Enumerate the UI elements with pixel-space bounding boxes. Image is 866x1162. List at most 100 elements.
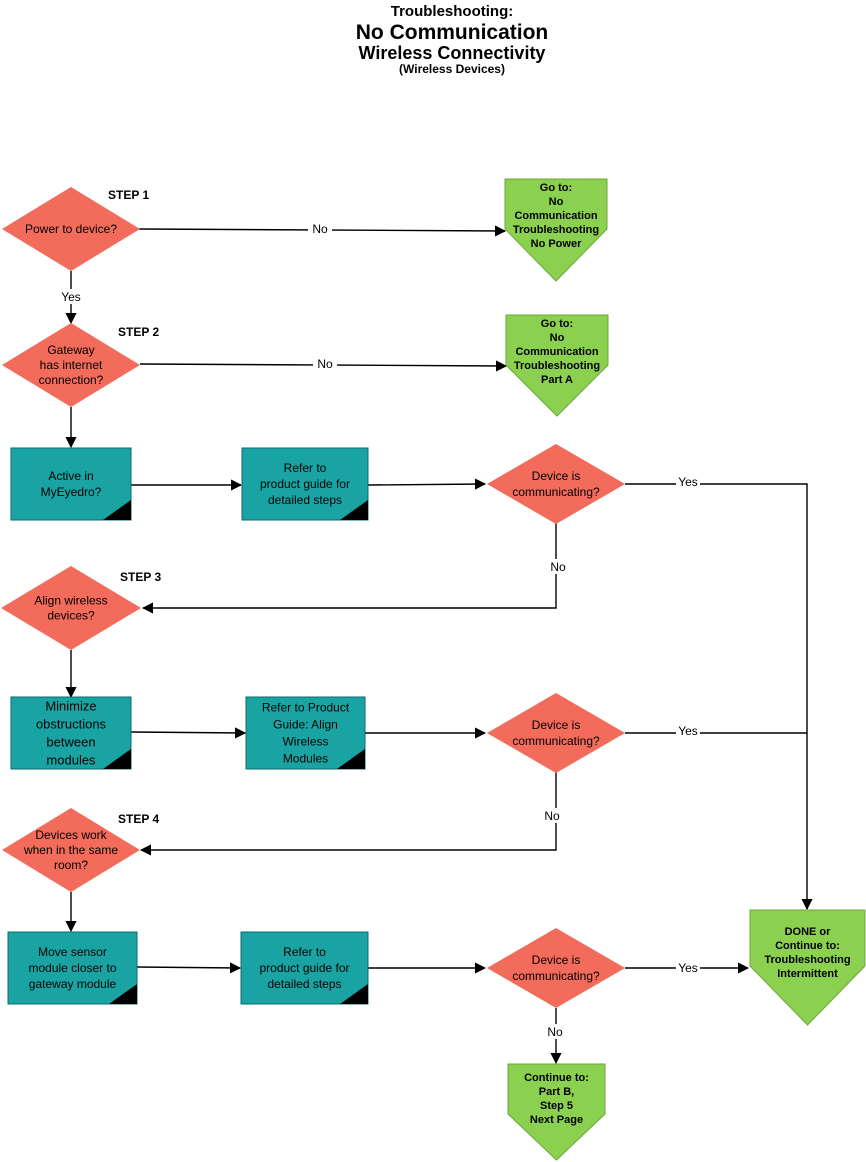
process-p-refer2-line-1: Refer to Product	[262, 701, 350, 715]
process-p-minimize-line-2: obstructions	[36, 717, 107, 732]
offpage-t-part-a-line-1: Go to:	[541, 318, 573, 330]
process-p-refer1-line-3: detailed steps	[268, 493, 342, 507]
process-p-refer1: Refer to product guide for detailed steps	[241, 447, 369, 521]
step-label-4: STEP 4	[118, 812, 159, 826]
decision-shape	[487, 693, 625, 773]
process-p-active-line-2: MyEyedro?	[41, 485, 102, 499]
edge-label-power-no: No	[312, 222, 328, 236]
offpage-t-part-a-line-2: No	[550, 332, 565, 344]
offpage-t-done-line-4: Intermittent	[777, 968, 838, 980]
edge-label-comm3-yes: Yes	[678, 961, 698, 975]
process-p-refer1-line-1: Refer to	[284, 461, 327, 475]
edge-label-comm2-no: No	[544, 809, 560, 823]
process-p-refer2-line-2: Guide: Align	[273, 718, 338, 732]
process-p-refer3-line-3: detailed steps	[267, 977, 341, 991]
edge-label-comm1-no: No	[550, 560, 566, 574]
decision-d-align-line-2: devices?	[47, 609, 95, 623]
decision-d-comm3-line-1: Device is	[532, 953, 581, 967]
decision-d-same-room-line-1: Devices work	[35, 828, 107, 842]
edge-label-bg	[676, 474, 700, 489]
process-shape	[10, 696, 132, 770]
process-p-active-line-1: Active in	[48, 469, 93, 483]
connector	[139, 772, 557, 856]
process-shape	[240, 931, 369, 1005]
offpage-t-part-a-line-3: Communication	[515, 346, 598, 358]
title-line-3: Wireless Connectivity	[358, 42, 546, 63]
process-p-move-line-2: module closer to	[28, 961, 116, 975]
offpage-t-no-power-line-4: Troubleshooting	[513, 224, 599, 236]
offpage-t-no-power-line-3: Communication	[514, 210, 597, 222]
process-p-refer1-line-2: product guide for	[260, 477, 350, 491]
decision-d-comm1-line-1: Device is	[532, 469, 581, 483]
offpage-t-part-a: Go to: NoCommunicationTroubleshootingPart…	[505, 314, 609, 417]
decision-d-same-room-line-3: room?	[54, 858, 88, 872]
offpage-t-done-line-2: Continue to:	[775, 940, 840, 952]
offpage-shape	[749, 909, 866, 1026]
process-p-minimize-line-4: modules	[46, 753, 96, 768]
connector	[625, 483, 813, 911]
process-p-refer3: Refer to product guide for detailed steps	[240, 931, 369, 1005]
offpage-t-part-b-line-1: Continue to:	[524, 1072, 589, 1084]
title-line-4: (Wireless Devices)	[399, 62, 505, 77]
title-line-2: No Communication	[355, 20, 549, 44]
decision-d-power: Power to device?	[2, 187, 140, 271]
decision-d-gateway-line-2: has internet	[40, 358, 103, 372]
offpage-t-done-line-1: DONE or	[785, 926, 832, 938]
process-shape	[7, 931, 138, 1005]
edge-label-comm2-yes: Yes	[678, 724, 698, 738]
edge-label-comm3-no: No	[547, 1025, 563, 1039]
process-p-refer3-line-1: Refer to	[283, 945, 326, 959]
offpage-t-part-a-line-5: Part A	[541, 374, 573, 386]
step-label-3: STEP 3	[120, 570, 161, 584]
step-label-2: STEP 2	[118, 325, 159, 339]
process-p-move-line-3: gateway module	[29, 977, 117, 991]
offpage-t-no-power-line-1: Go to:	[540, 182, 572, 194]
document-corner-icon	[337, 749, 365, 769]
decision-d-same-room-line-2: when in the same	[23, 843, 118, 857]
decision-d-gateway-line-1: Gateway	[47, 343, 94, 357]
document-corner-icon	[103, 749, 131, 769]
edge-label-bg	[676, 723, 700, 738]
process-shape	[241, 447, 369, 521]
offpage-t-part-a-line-4: Troubleshooting	[514, 360, 600, 372]
offpage-t-done: DONE or Continue to: TroubleshootingInterm…	[749, 909, 866, 1026]
process-p-minimize-line-3: between	[46, 735, 95, 750]
offpage-t-done-line-3: Troubleshooting	[764, 954, 850, 966]
document-corner-icon	[103, 500, 131, 520]
offpage-shape	[504, 178, 608, 282]
connector	[130, 727, 247, 739]
decision-d-comm1: Device is communicating?	[487, 444, 625, 524]
offpage-shape	[507, 1063, 606, 1161]
process-shape	[245, 696, 366, 770]
title-line-1: Troubleshooting:	[390, 3, 514, 20]
connectors	[65, 225, 813, 1065]
document-corner-icon	[109, 984, 137, 1004]
connector	[367, 478, 487, 490]
edge-label-bg	[59, 289, 83, 304]
process-p-active: Active in MyEyedro?	[10, 447, 132, 521]
step-label-1: STEP 1	[108, 188, 149, 202]
decision-shape	[2, 187, 140, 271]
process-p-minimize: Minimize obstructions between modules	[10, 696, 132, 770]
edge-label-power-yes: Yes	[61, 290, 81, 304]
edge-label-bg	[540, 808, 564, 823]
decision-d-comm1-line-2: communicating?	[512, 485, 600, 499]
process-p-minimize-line-1: Minimize	[45, 699, 96, 714]
decision-shape	[2, 808, 140, 892]
process-p-refer3-line-2: product guide for	[259, 961, 349, 975]
decision-d-gateway-line-3: connection?	[39, 373, 104, 387]
edge-label-bg	[546, 559, 570, 574]
offpage-t-part-b-line-4: Next Page	[530, 1114, 583, 1126]
edge-label-comm1-yes: Yes	[678, 475, 698, 489]
edge-label-gateway-no: No	[317, 357, 333, 371]
decision-d-comm3-line-2: communicating?	[512, 969, 600, 983]
decision-shape	[2, 323, 140, 407]
